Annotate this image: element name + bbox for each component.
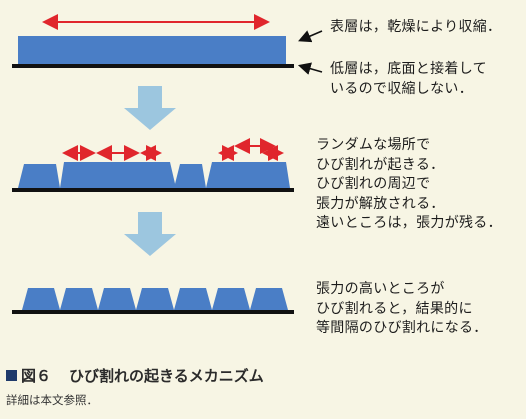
mechanism-illustration [12, 14, 323, 314]
figure-caption: 図６ ひび割れの起きるメカニズム [6, 365, 264, 386]
fragment [18, 164, 60, 188]
fragment [250, 288, 288, 310]
base-plate [12, 310, 294, 314]
base-plate [12, 64, 294, 68]
fragment [60, 162, 176, 188]
stage1 [12, 14, 323, 75]
fragment [174, 288, 212, 310]
fragment [136, 288, 174, 310]
stage2 [12, 138, 294, 192]
stage1-surface-text: 表層は，乾燥により収縮． [330, 19, 502, 35]
fragment [206, 162, 290, 188]
fragment [22, 288, 60, 310]
base-plate [12, 188, 294, 192]
fragment [212, 288, 250, 310]
figure-number: 図６ [21, 367, 52, 385]
down-arrow-1 [124, 86, 176, 130]
pointer-surface [298, 30, 323, 43]
fragment [98, 288, 136, 310]
caption-square-icon [6, 370, 17, 381]
stage3-text: 張力の高いところが ひび割れると，結果的に 等間隔のひび割れになる． [316, 281, 488, 336]
fragment [60, 288, 98, 310]
figure-title: ひび割れの起きるメカニズム [69, 367, 264, 385]
down-arrow-2 [124, 212, 176, 256]
stage2-text: ランダムな場所で ひび割れが起きる． ひび割れの周辺で 張力が解放される． 遠い… [316, 137, 502, 231]
pointer-bottom [297, 62, 323, 75]
stage3 [12, 288, 294, 314]
fragment [174, 164, 206, 188]
stage1-bottom-text: 低層は，底面と接着して いるので収縮しない． [330, 61, 487, 97]
figure-note: 詳細は本文参照． [6, 393, 98, 407]
surface-layer [18, 36, 286, 64]
